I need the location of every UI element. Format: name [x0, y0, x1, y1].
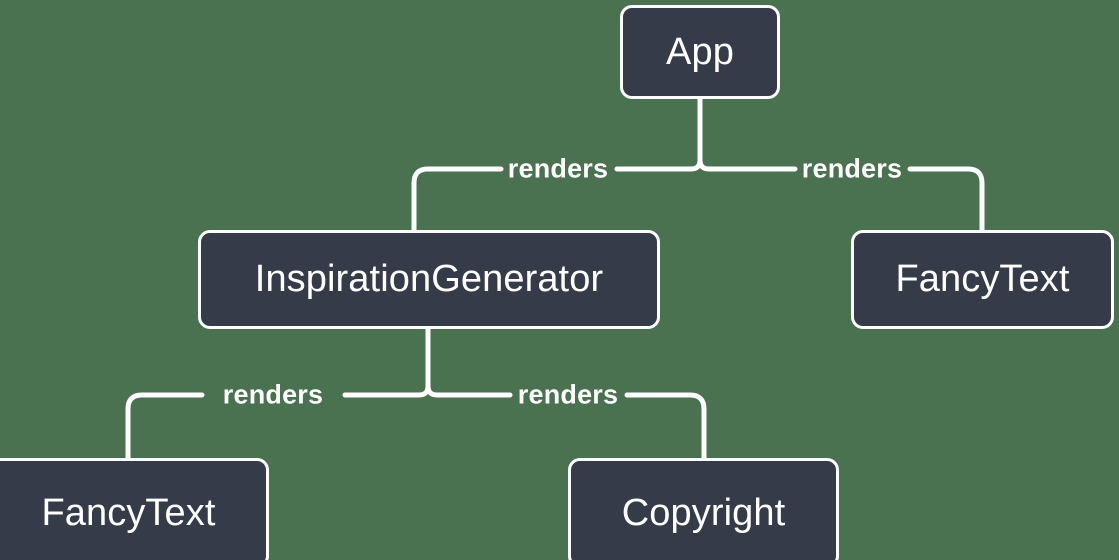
node-fancytext-bottom[interactable]: FancyText — [0, 458, 269, 560]
node-inspiration-generator[interactable]: InspirationGenerator — [198, 230, 660, 329]
edge-stem-inspirationgenerator-right — [425, 383, 513, 398]
node-app-label: App — [666, 30, 734, 73]
edge-stem-app — [614, 96, 703, 172]
node-fancytext-bottom-label: FancyText — [41, 491, 216, 534]
edge-stem-inspirationgenerator — [342, 326, 431, 398]
edge-app-to-fancytext-right — [907, 166, 985, 233]
edge-label-inspiration-to-fancytext-bottom: renders — [222, 379, 324, 410]
node-fancytext-right[interactable]: FancyText — [851, 230, 1114, 329]
node-inspiration-generator-label: InspirationGenerator — [254, 258, 604, 300]
node-copyright-label: Copyright — [621, 491, 786, 534]
node-fancytext-right-label: FancyText — [895, 258, 1070, 300]
edge-stem-app-right — [697, 157, 798, 172]
edge-inspirationgenerator-to-fancytext-bottom — [125, 392, 205, 461]
edge-label-app-to-fancytext-right: renders — [801, 153, 903, 184]
edge-inspirationgenerator-to-copyright — [624, 392, 707, 461]
edge-label-inspiration-to-copyright: renders — [517, 379, 619, 410]
node-app[interactable]: App — [620, 5, 780, 99]
edge-app-to-inspirationgenerator — [411, 166, 504, 233]
edge-label-app-to-inspiration-generator: renders — [507, 153, 609, 184]
node-copyright[interactable]: Copyright — [568, 458, 839, 560]
